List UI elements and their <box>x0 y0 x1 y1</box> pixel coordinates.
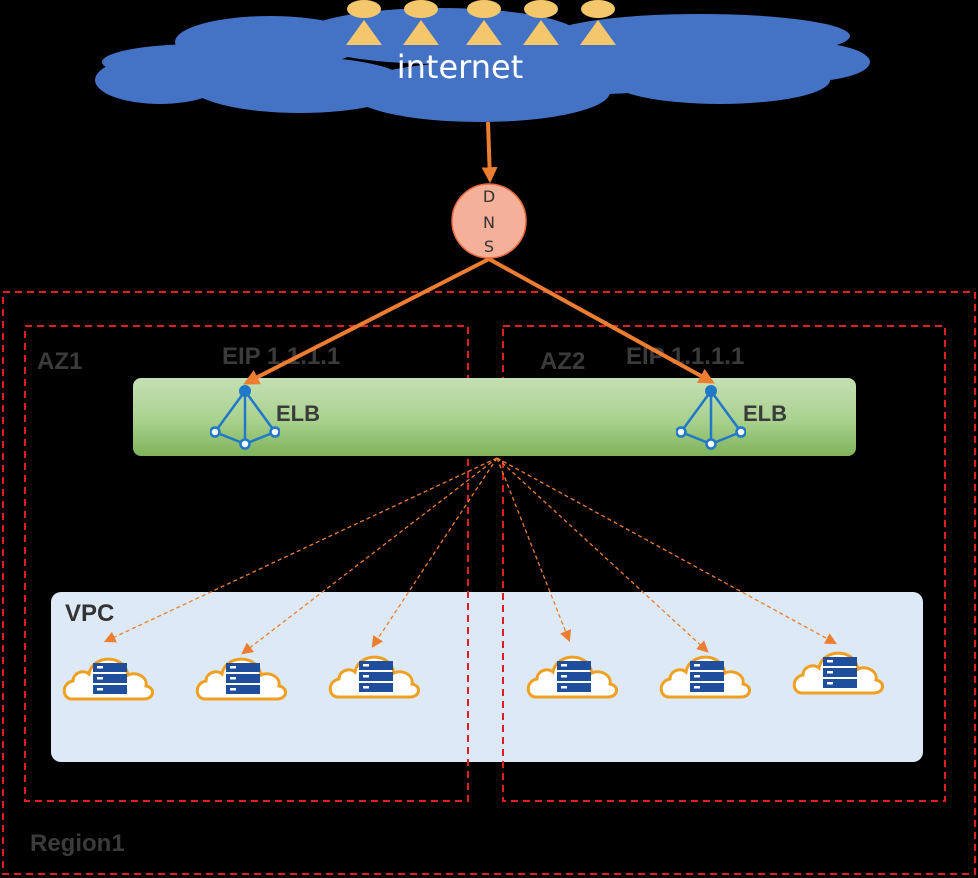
dns-letter-n: N <box>483 213 495 232</box>
region-boundary <box>2 291 976 875</box>
dist-arrow-3 <box>371 457 498 648</box>
internet-cloud <box>95 8 870 122</box>
az1-label: AZ1 <box>37 348 82 375</box>
dist-arrow-6 <box>496 457 838 645</box>
dns-to-elb1-arrow <box>243 257 490 385</box>
dns-letter-d: D <box>483 187 495 206</box>
distribution-arrows <box>103 457 838 655</box>
az1-boundary <box>24 325 469 802</box>
az2-boundary <box>502 325 946 802</box>
user-4-icon <box>523 0 559 45</box>
users <box>346 0 616 45</box>
elb1-label: ELB <box>276 401 320 426</box>
user-3-icon <box>466 0 502 45</box>
internet-label: internet <box>397 48 524 86</box>
internet-to-dns-arrow <box>481 121 498 184</box>
dist-arrow-1 <box>103 457 498 643</box>
dns-node <box>451 183 527 259</box>
vpc-label: VPC <box>65 600 114 627</box>
dns-to-elb2-arrow <box>488 257 715 384</box>
user-1-icon <box>346 0 382 45</box>
vpc-box <box>51 592 923 762</box>
az2-label: AZ2 <box>540 348 585 375</box>
dist-arrow-5 <box>496 457 709 653</box>
user-2-icon <box>403 0 439 45</box>
dns-letter-s: S <box>484 237 494 256</box>
elb-bar <box>133 378 856 456</box>
region-label: Region1 <box>30 830 125 857</box>
dist-arrow-4 <box>496 457 571 643</box>
elb2-label: ELB <box>743 401 787 426</box>
traffic-arrows <box>243 121 715 385</box>
user-5-icon <box>580 0 616 45</box>
dist-arrow-2 <box>241 457 498 655</box>
